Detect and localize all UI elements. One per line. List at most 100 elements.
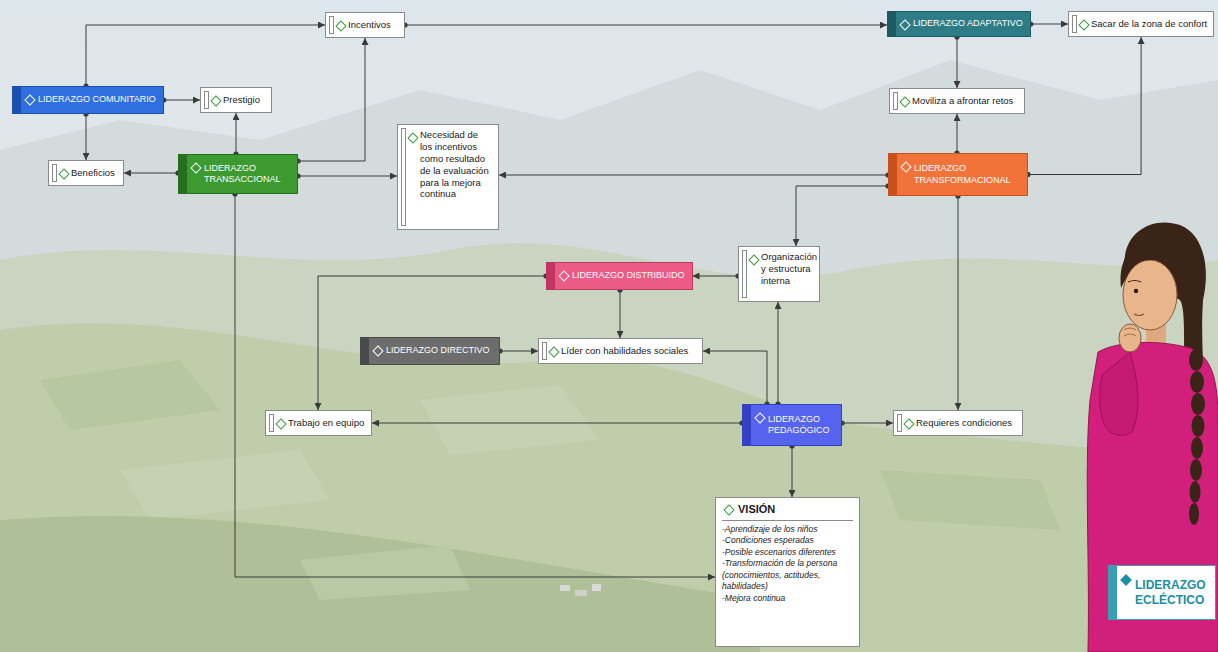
node-text: LIDERAZGO TRANSFORMACIONAL bbox=[914, 163, 1020, 186]
node-text-group: Requieres condiciones bbox=[916, 417, 1012, 429]
node-text: Organización y estructura interna bbox=[761, 251, 817, 287]
node-text: LIDERAZGO PEDAGÓGICO bbox=[768, 414, 834, 437]
diamond-icon bbox=[723, 504, 734, 515]
diamond-icon bbox=[335, 20, 346, 31]
node-bar bbox=[269, 414, 274, 432]
node-bar bbox=[204, 91, 209, 109]
node-text: LIDERAZGO ECLÉCTICO bbox=[1135, 578, 1211, 608]
diamond-icon bbox=[1120, 574, 1131, 585]
node-text: Trabajo en equipo bbox=[288, 417, 364, 429]
node-text-group: Prestigio bbox=[223, 94, 260, 106]
connector bbox=[124, 173, 178, 174]
node-bar bbox=[1109, 566, 1117, 619]
diamond-icon bbox=[24, 94, 35, 105]
connector bbox=[164, 100, 200, 101]
concept-box: Incentivos bbox=[325, 12, 405, 38]
concept-box: Necesidad de los incentivos como resulta… bbox=[397, 124, 499, 230]
node-bar bbox=[179, 155, 187, 193]
node-text-group: LIDERAZGO COMUNITARIO bbox=[38, 94, 156, 105]
node-text: -Aprendizaje de los niños bbox=[722, 524, 853, 535]
connector bbox=[693, 276, 739, 277]
node-text-group: LIDERAZGO TRANSFORMACIONAL bbox=[914, 163, 1020, 186]
connector bbox=[405, 25, 887, 26]
leadership-box: LIDERAZGO COMUNITARIO bbox=[12, 86, 164, 114]
connector bbox=[86, 25, 325, 86]
vision-box: VISIÓN -Aprendizaje de los niños-Condicio… bbox=[715, 497, 860, 647]
concept-box: Prestigio bbox=[200, 87, 272, 113]
concept-box: Beneficios bbox=[48, 160, 124, 186]
leadership-box: LIDERAZGO ADAPTATIVO bbox=[887, 11, 1031, 37]
node-text-group: Trabajo en equipo bbox=[288, 417, 364, 429]
node-bar bbox=[893, 92, 898, 110]
diamond-icon bbox=[754, 412, 765, 423]
connector bbox=[235, 194, 715, 577]
node-bar bbox=[13, 87, 21, 113]
connector bbox=[298, 38, 365, 161]
connector bbox=[372, 423, 742, 424]
node-text: Sacar de la zona de confort bbox=[1091, 18, 1207, 30]
node-text: LIDERAZGO DISTRIBUIDO bbox=[572, 270, 685, 281]
concept-box: Sacar de la zona de confort bbox=[1068, 11, 1214, 37]
diamond-icon bbox=[558, 270, 569, 281]
node-text-group: LIDERAZGO ADAPTATIVO bbox=[913, 18, 1023, 29]
node-bar bbox=[897, 414, 902, 432]
node-text-group: Organización y estructura interna bbox=[761, 251, 817, 287]
connector bbox=[499, 175, 888, 176]
vision-list: -Aprendizaje de los niños-Condiciones es… bbox=[722, 524, 853, 604]
diamond-icon bbox=[210, 95, 221, 106]
connector bbox=[86, 114, 87, 160]
node-heading: VISIÓN bbox=[738, 503, 853, 517]
leadership-box: LIDERAZGO TRANSFORMACIONAL bbox=[888, 153, 1028, 196]
node-bar bbox=[742, 250, 747, 298]
connector bbox=[957, 114, 958, 153]
node-bar bbox=[401, 128, 406, 226]
diamond-icon bbox=[899, 96, 910, 107]
node-text: -Transformación de la persona (conocimie… bbox=[722, 558, 853, 592]
node-text: Prestigio bbox=[223, 94, 260, 106]
diamond-icon bbox=[58, 168, 69, 179]
node-text: Líder con habilidades sociales bbox=[561, 345, 688, 357]
concept-box: Moviliza a afrontar retos bbox=[889, 88, 1025, 114]
connector bbox=[958, 196, 959, 410]
node-text-group: Sacar de la zona de confort bbox=[1091, 18, 1207, 30]
node-text-group: Moviliza a afrontar retos bbox=[912, 95, 1013, 107]
node-bar bbox=[743, 405, 751, 445]
node-text: LIDERAZGO ADAPTATIVO bbox=[913, 18, 1023, 29]
vision-heading: VISIÓN bbox=[722, 501, 853, 521]
node-bar bbox=[52, 164, 57, 182]
node-text: LIDERAZGO DIRECTIVO bbox=[386, 345, 490, 356]
node-text: -Condiciones esperadas bbox=[722, 535, 853, 546]
node-bar bbox=[542, 342, 547, 360]
node-text: Incentivos bbox=[348, 19, 391, 31]
node-bar bbox=[888, 12, 896, 36]
node-text: -Posible escenarios diferentes bbox=[722, 547, 853, 558]
node-text: Requieres condiciones bbox=[916, 417, 1012, 429]
diamond-icon bbox=[1078, 19, 1089, 30]
node-text-group: Líder con habilidades sociales bbox=[561, 345, 688, 357]
node-text-group: Necesidad de los incentivos como resulta… bbox=[420, 129, 492, 200]
leadership-box: LIDERAZGO DISTRIBUIDO bbox=[546, 262, 693, 290]
node-text: Necesidad de los incentivos como resulta… bbox=[420, 129, 492, 200]
node-text: LIDERAZGO TRANSACCIONAL bbox=[204, 163, 290, 186]
node-bar bbox=[329, 16, 334, 34]
concept-box: Líder con habilidades sociales bbox=[538, 338, 703, 364]
connector bbox=[620, 290, 621, 338]
diamond-icon bbox=[900, 161, 911, 172]
connector bbox=[703, 351, 767, 404]
node-text: Beneficios bbox=[71, 167, 115, 179]
connector bbox=[298, 176, 397, 177]
concept-box: Trabajo en equipo bbox=[265, 410, 372, 436]
connector bbox=[796, 186, 888, 246]
node-text-group: LIDERAZGO DISTRIBUIDO bbox=[572, 270, 685, 281]
node-text: LIDERAZGO COMUNITARIO bbox=[38, 94, 156, 105]
node-text-group: LIDERAZGO DIRECTIVO bbox=[386, 345, 490, 356]
diamond-icon bbox=[748, 254, 759, 265]
diamond-icon bbox=[275, 418, 286, 429]
diamond-icon bbox=[903, 418, 914, 429]
diamond-icon bbox=[372, 345, 383, 356]
node-text-group: LIDERAZGO PEDAGÓGICO bbox=[768, 414, 834, 437]
connector bbox=[236, 113, 237, 154]
node-text: Moviliza a afrontar retos bbox=[912, 95, 1013, 107]
connector bbox=[957, 37, 958, 88]
